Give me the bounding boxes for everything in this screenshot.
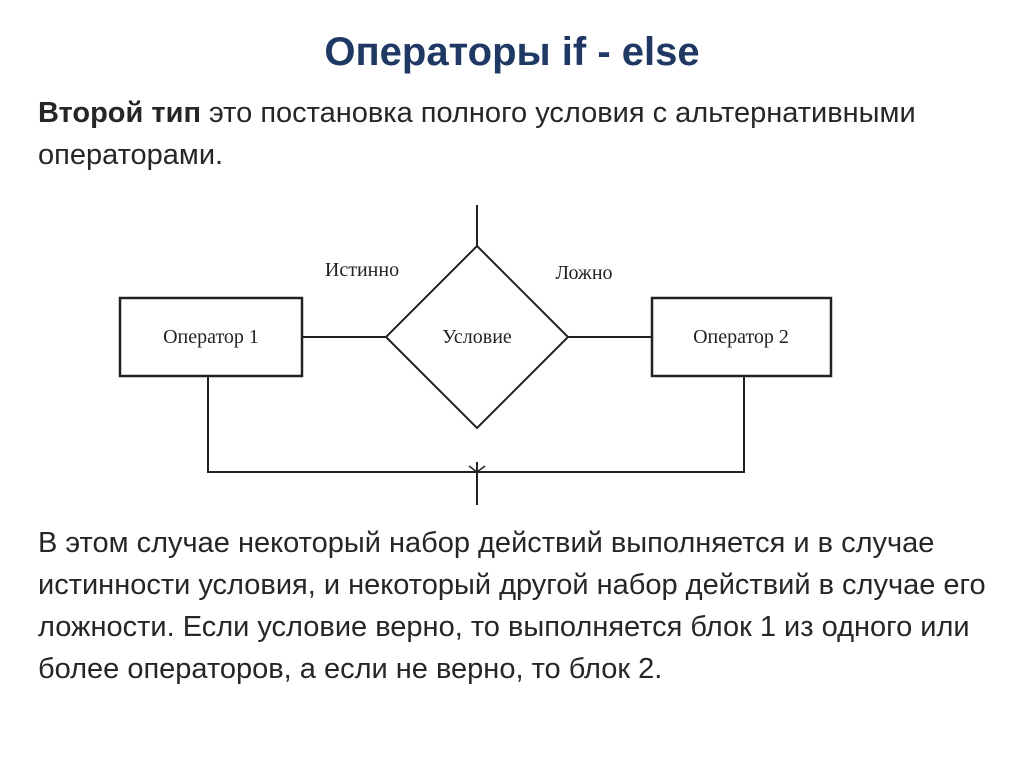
- operator1-box: [118, 296, 304, 378]
- flow-line-merge-right: [477, 376, 745, 473]
- condition-label: Условие: [442, 326, 512, 348]
- explanation-paragraph: В этом случае некоторый набор действий в…: [38, 527, 986, 685]
- slide-title: Операторы if - else: [324, 30, 700, 74]
- true-label: Истинно: [325, 259, 399, 281]
- merge-tick-left: [468, 465, 478, 473]
- intro-bold-term: Второй тип: [38, 97, 201, 129]
- operator2-box: [650, 296, 833, 378]
- false-label: Ложно: [555, 262, 612, 284]
- intro-text: это постановка полного условия с альтерн…: [38, 97, 916, 171]
- operator1-label: Оператор 1: [163, 326, 259, 348]
- condition-diamond: [384, 244, 570, 430]
- merge-tick-right: [476, 465, 486, 473]
- flow-line-merge-left: [207, 376, 477, 473]
- flowchart-diagram: Условие Истинно Ложно Оператор 1 Операто…: [118, 205, 833, 505]
- operator2-label: Оператор 2: [693, 326, 789, 348]
- intro-paragraph: Второй тип это постановка полного услови…: [38, 92, 988, 176]
